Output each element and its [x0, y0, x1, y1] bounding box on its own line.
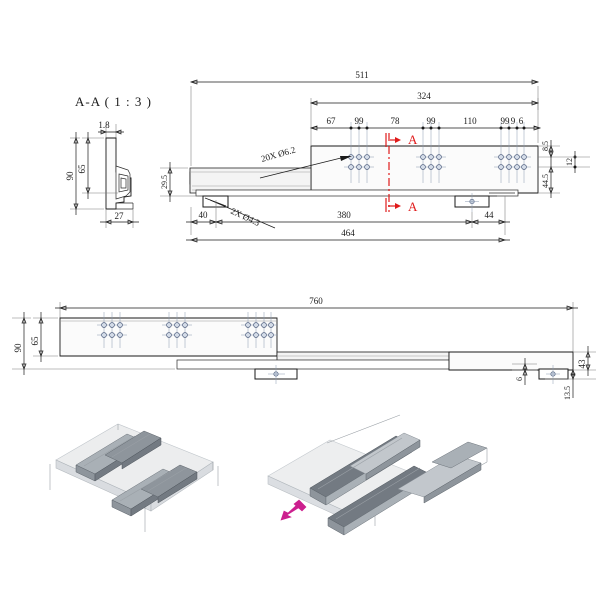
dim-chain-0: 67 [327, 116, 337, 126]
dim-chain-7: 6 [519, 116, 524, 126]
iso-view-extended-assembly [267, 414, 488, 536]
dim-bottom-380: 380 [337, 210, 351, 220]
dim-chain-4: 110 [463, 116, 477, 126]
dim-top-overall-511: 511 [355, 70, 368, 80]
dim-middle-right-6: 6 [515, 377, 524, 381]
direction-arrow-icon [280, 499, 307, 521]
top-view-hole-group-right [494, 122, 531, 183]
dim-chain-6: 9 [511, 116, 516, 126]
dim-middle-overall-760: 760 [309, 296, 323, 306]
middle-view-hole-group-left [97, 312, 127, 348]
section-view-title: A-A ( 1 : 3 ) [75, 94, 152, 109]
dim-top-left-vertical-29-5: 29.5 [160, 175, 169, 189]
dim-section-thickness: 1.8 [98, 120, 110, 130]
dim-top-right-12: 12 [565, 158, 574, 166]
iso-view-closed-assembly [49, 423, 219, 532]
iso2-rail-lower-tip [431, 441, 488, 469]
section-view-aa: A-A ( 1 : 3 ) 1.8 65 90 [65, 94, 152, 228]
dim-chain-5: 99 [501, 116, 511, 126]
top-view-upper-body [310, 145, 539, 194]
dim-middle-right-13-5: 13.5 [563, 386, 572, 400]
middle-view-hole-group-middle [162, 312, 192, 348]
dim-chain-3: 99 [427, 116, 437, 126]
dim-section-inner-height: 65 [77, 164, 87, 174]
dim-top-inner-324: 324 [417, 91, 431, 101]
dim-middle-right-43: 43 [577, 359, 587, 369]
iso2-rail-lower-plate-side [423, 462, 482, 504]
dim-bottom-overall-464: 464 [341, 228, 355, 238]
dim-middle-left-65: 65 [30, 336, 40, 346]
top-view-chain-ticks [349, 126, 526, 130]
dim-middle-left-90: 90 [13, 343, 23, 353]
top-view-bottom-strip [195, 189, 519, 197]
dim-top-right-8-5: 8.5 [541, 141, 550, 151]
section-line-aa: A A [385, 132, 418, 214]
middle-view-lower-strip [176, 359, 451, 370]
top-view-hole-group-middle [416, 122, 446, 183]
dim-bottom-44: 44 [485, 210, 495, 220]
middle-view-hole-group-right [241, 312, 278, 348]
section-mark-a-top: A [408, 132, 418, 147]
section-mark-a-bottom: A [408, 199, 418, 214]
iso2-rail-upper-plate-side [365, 439, 421, 481]
iso1-rail-a-ext-side [121, 437, 162, 470]
top-view-hole-group-left [344, 122, 374, 183]
dim-top-right-44-5: 44.5 [541, 174, 550, 188]
middle-view-right-body [448, 351, 574, 371]
dim-bottom-40: 40 [199, 210, 209, 220]
dim-section-overall-height: 90 [65, 171, 75, 181]
iso1-rail-b-ext-side [157, 471, 198, 504]
section-profile-slot [120, 177, 127, 189]
dim-chain-2: 78 [391, 116, 401, 126]
middle-view: 760 [12, 296, 596, 400]
dim-section-depth: 27 [115, 211, 125, 221]
dim-chain-1: 99 [355, 116, 365, 126]
top-view: 511 324 67 99 78 99 110 99 9 6 [160, 70, 590, 243]
